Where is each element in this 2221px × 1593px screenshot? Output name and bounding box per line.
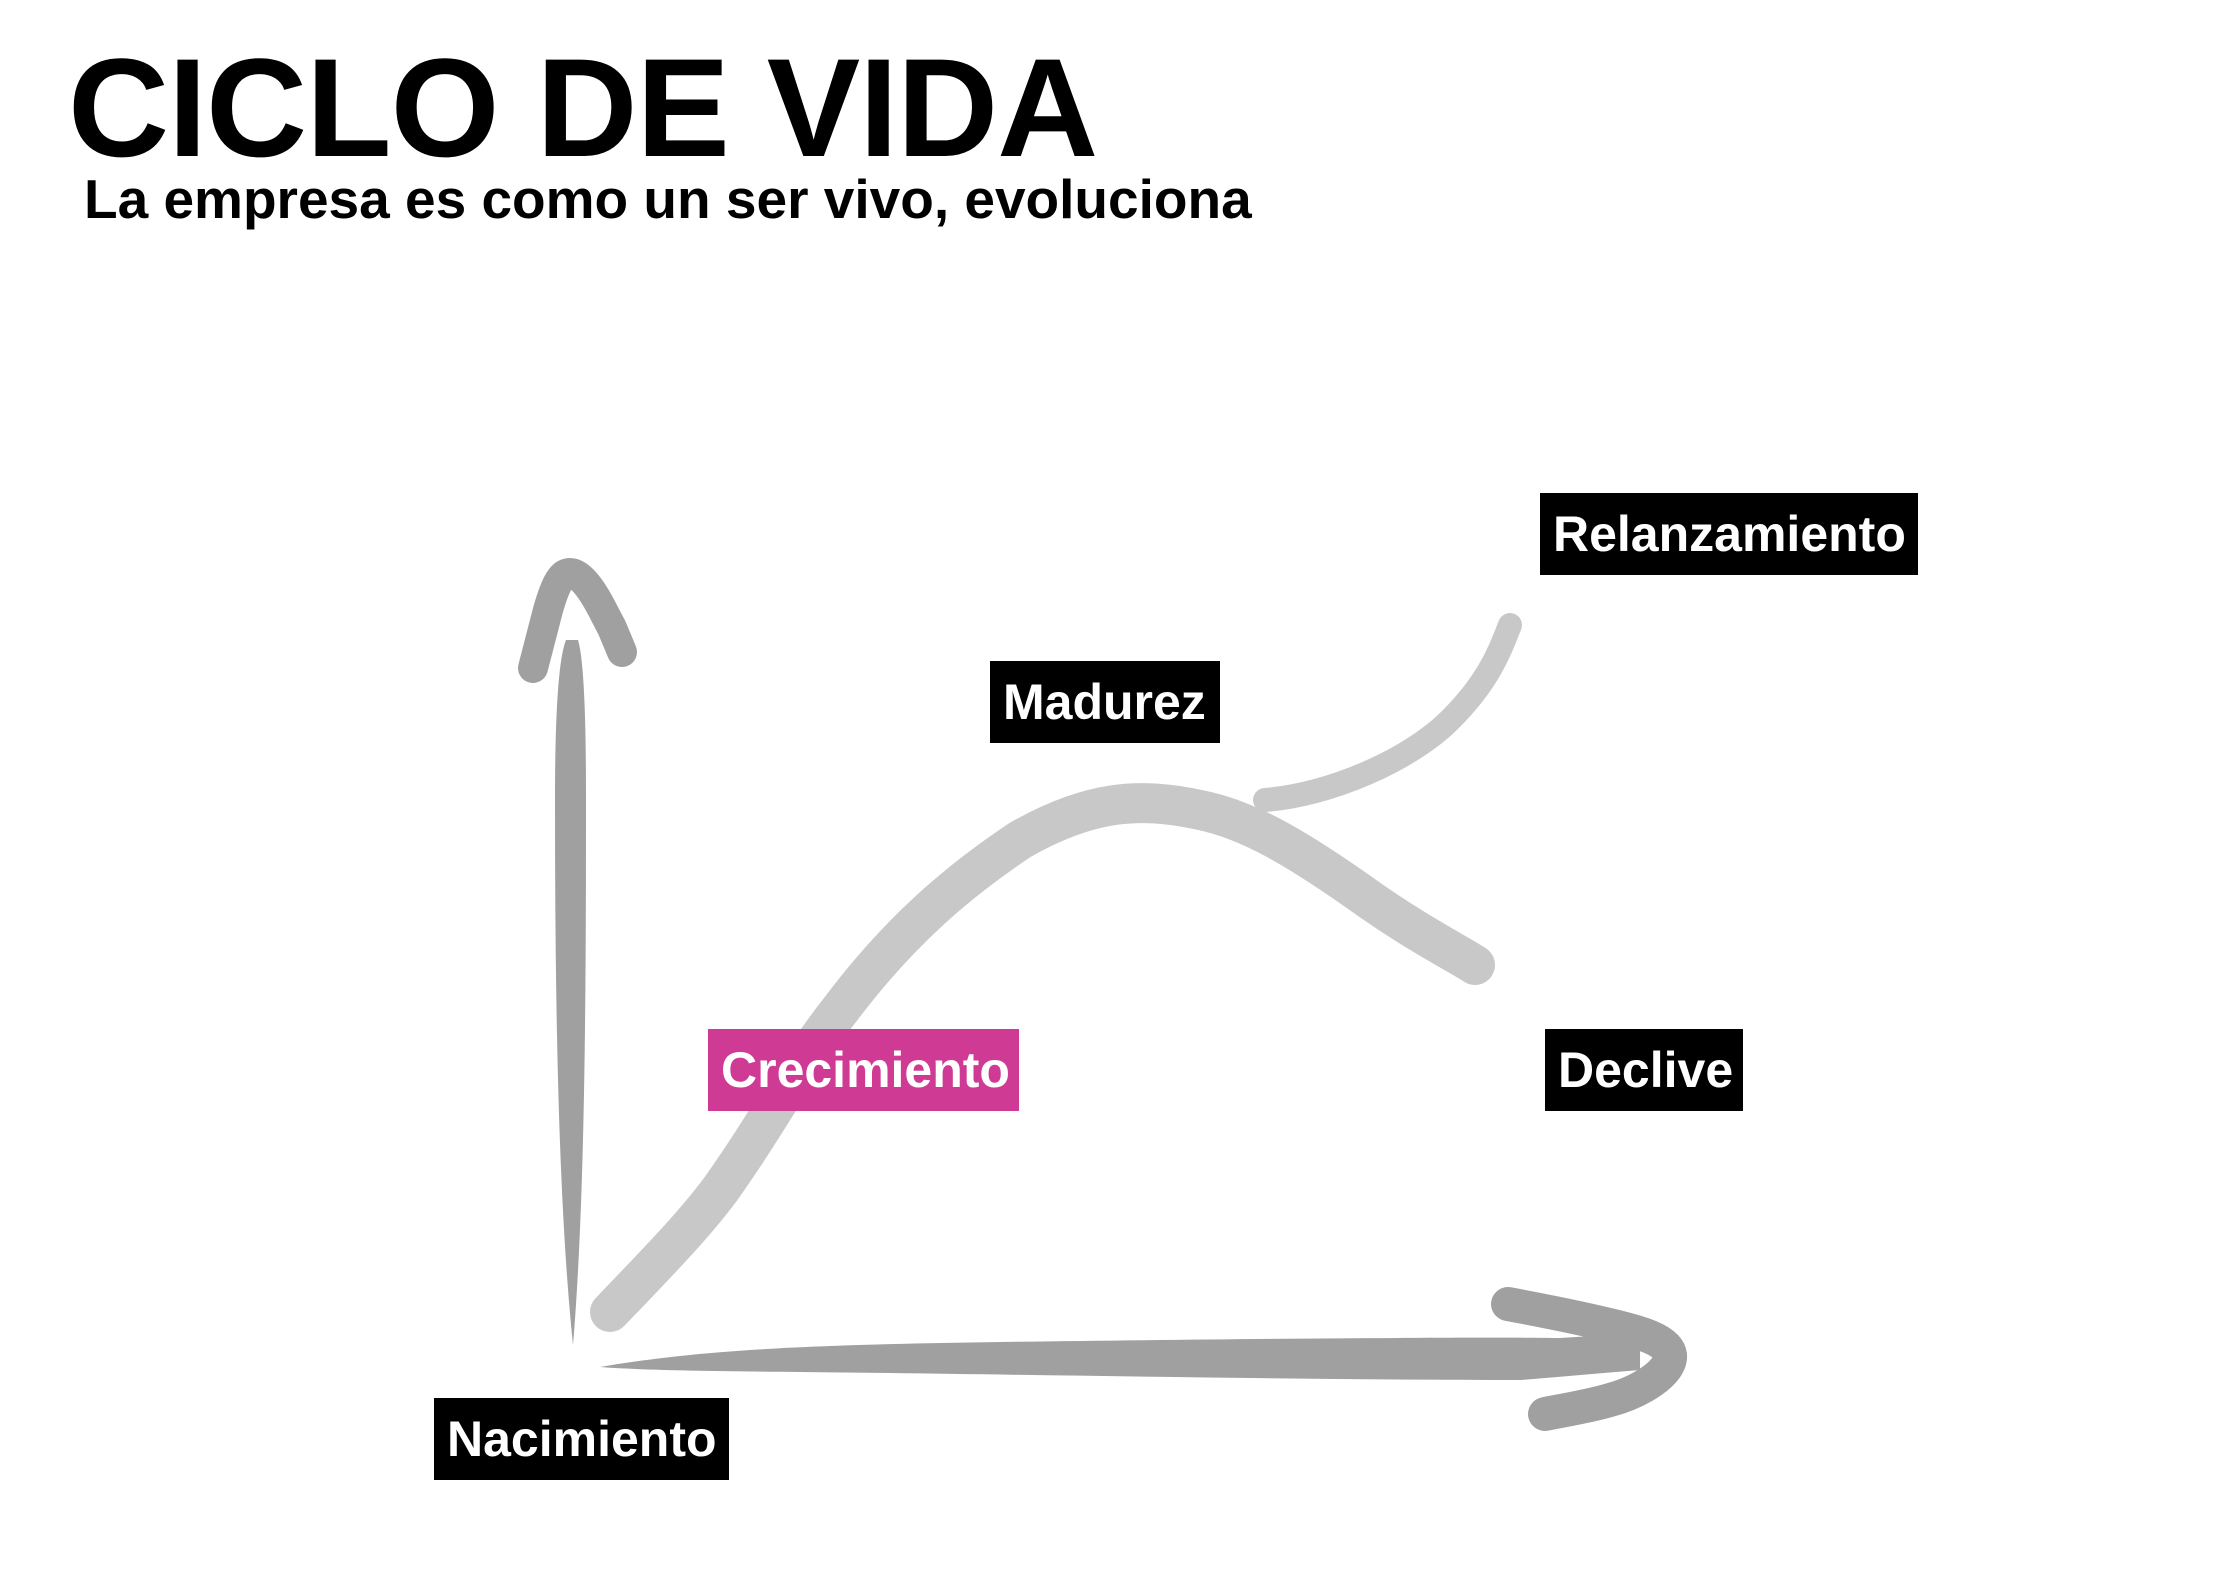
page-subtitle: La empresa es como un ser vivo, evolucio… — [84, 168, 1252, 230]
vertical-axis-arrow — [518, 558, 637, 1345]
relaunch-curve — [1253, 613, 1522, 812]
stage-label-declive: Declive — [1545, 1029, 1743, 1111]
stage-label-relanzamiento: Relanzamiento — [1540, 493, 1918, 575]
stage-label-crecimiento: Crecimiento — [708, 1029, 1019, 1111]
stage-label-madurez: Madurez — [990, 661, 1220, 743]
growth-decline-curve — [590, 783, 1495, 1332]
page-title: CICLO DE VIDA — [68, 29, 1098, 186]
stage-label-nacimiento: Nacimiento — [434, 1398, 729, 1480]
horizontal-axis-arrow — [600, 1287, 1687, 1431]
